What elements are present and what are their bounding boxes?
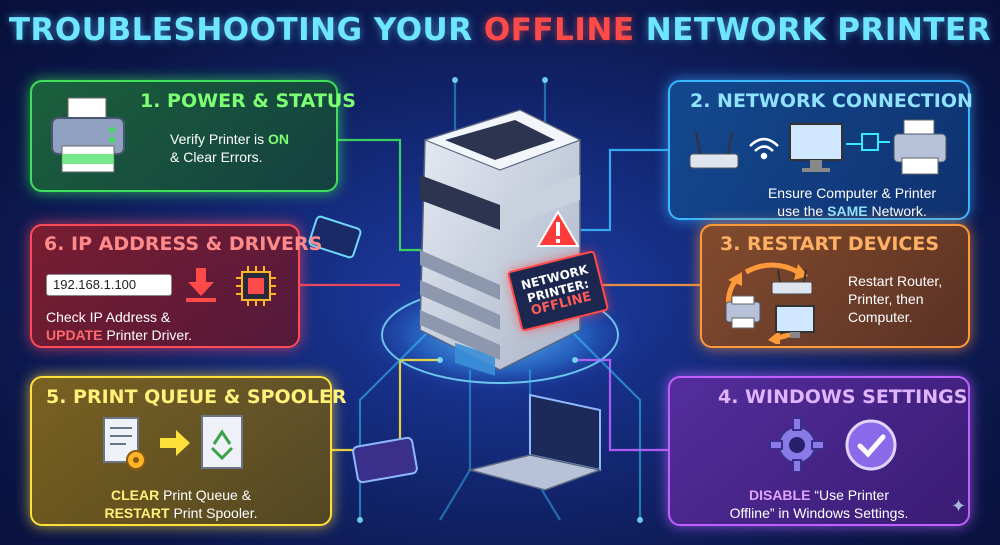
monitor-icon [775,305,815,338]
windows-text: DISABLE “Use Printer Offline” in Windows… [729,487,909,521]
printer-icon [893,119,947,175]
recycle-document-icon [201,415,243,469]
line-network [575,148,668,232]
card-restart-devices: 3. RESTART DEVICES Restart Router, Print… [700,224,970,348]
printer-icon [51,97,125,173]
network-icons [689,119,947,175]
ip-text: Check IP Address & UPDATE Printer Driver… [46,309,192,343]
page-title: TROUBLESHOOTING YOUR OFFLINE NETWORK PRI… [8,12,992,48]
chip-icon [236,266,276,306]
card-ip-drivers: 6. IP ADDRESS & DRIVERS 192.168.1.100 Ch… [30,224,322,348]
arrow-right-icon [160,430,190,456]
network-text: Ensure Computer & Printer use the SAME N… [767,185,937,219]
card-windows-settings: 4. WINDOWS SETTINGS DISABLE “Use Printer… [668,376,970,526]
restart-text: Restart Router, Printer, then Computer. [848,273,943,325]
laptop-icon [467,393,603,491]
download-icon [186,268,216,302]
document-gear-icon [103,417,146,470]
checkmark-icon [845,419,897,471]
sparkle-icon: ✦ [951,496,967,517]
ethernet-icon [846,133,890,151]
card-power-status: 1. POWER & STATUS Verify Printer is ON &… [30,80,356,192]
printer-icon [725,295,761,329]
monitor-icon [789,123,843,172]
router-icon [689,131,739,169]
power-text: Verify Printer is ON & Clear Errors. [170,131,290,165]
line-cyan-2 [559,319,642,520]
wifi-icon [749,137,779,160]
cycle-arrows-icon [725,262,815,344]
tablet-icon [308,215,362,259]
card-print-queue: 5. PRINT QUEUE & SPOOLER CLEAR Print Que… [30,376,347,526]
queue-text: CLEAR Print Queue & RESTART Print Spoole… [104,487,258,521]
card-network-connection: 2. NETWORK CONNECTION Ensure Computer & … [668,80,973,220]
title-highlight: OFFLINE [483,12,635,48]
phone-icon [352,436,418,484]
warning-icon [536,210,580,247]
ip-address-field: 192.168.1.100 [46,274,172,296]
gear-icon [769,417,825,473]
router-icon [771,269,813,295]
